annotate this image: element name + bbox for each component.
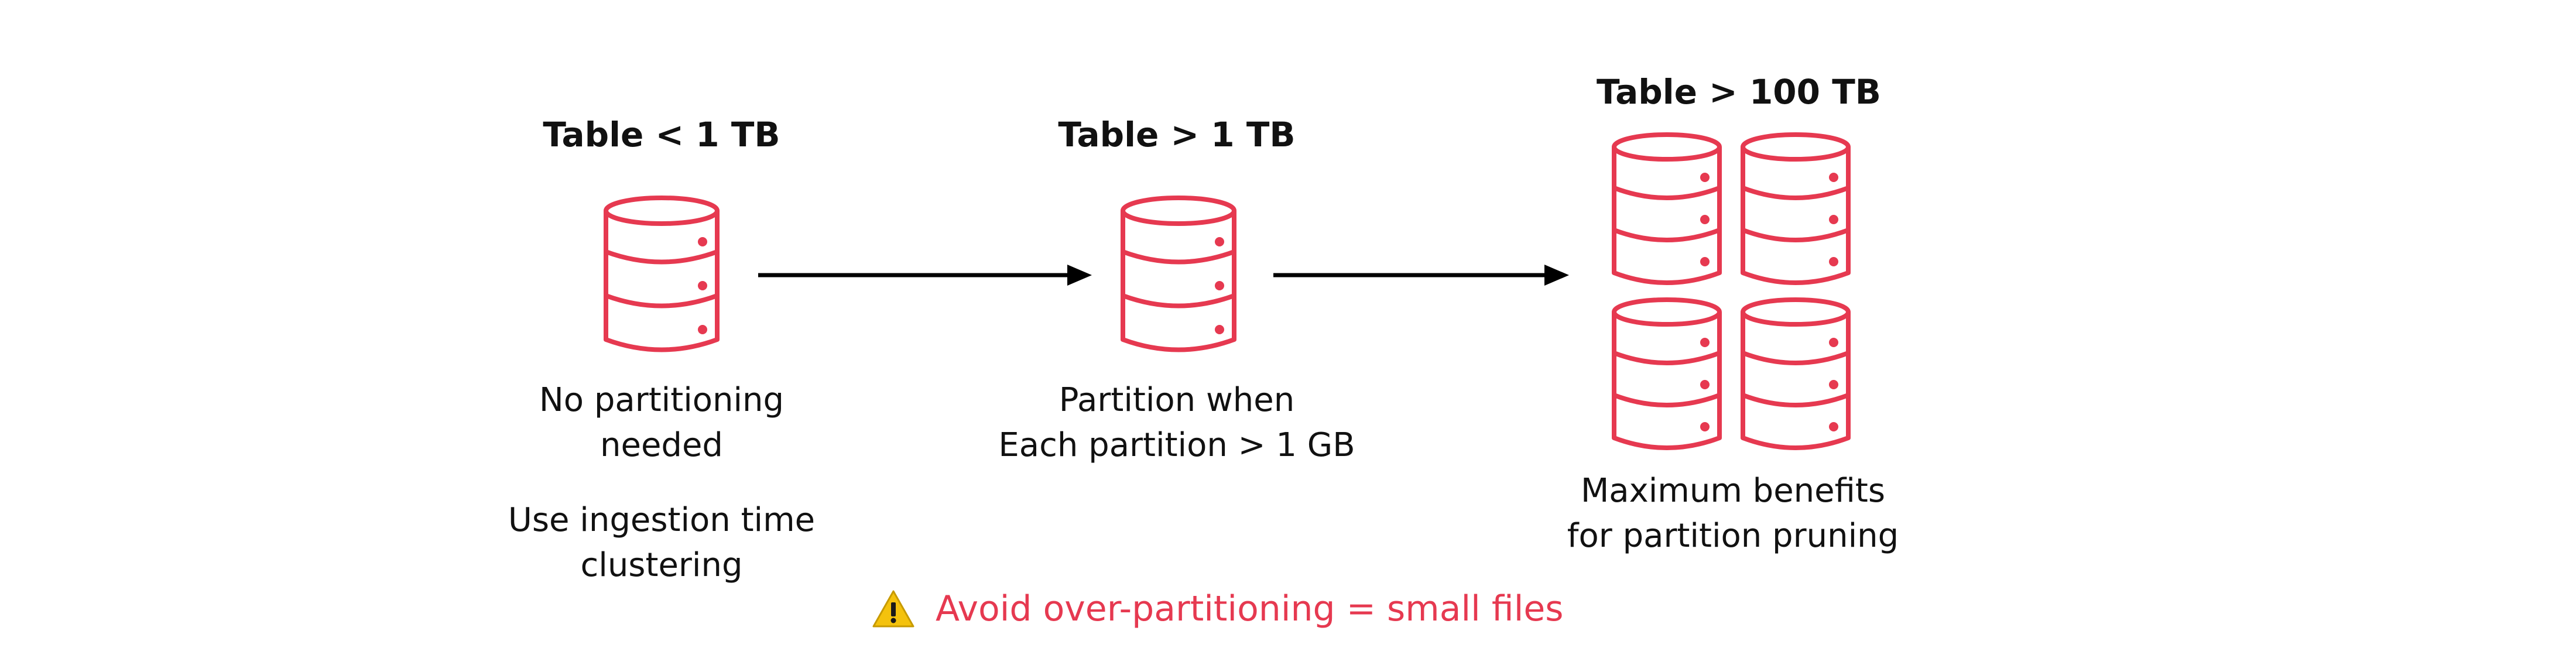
- stage-small-note-1: Use ingestion time: [508, 501, 816, 539]
- stage-small-note-2: clustering: [580, 546, 743, 584]
- database-icon: [1741, 297, 1851, 450]
- stage-small-title: Table < 1 TB: [543, 115, 780, 155]
- warning-note: Avoid over-partitioning = small files: [872, 582, 1564, 635]
- database-icon: [1121, 196, 1236, 352]
- stage-medium-title: Table > 1 TB: [1058, 115, 1296, 155]
- database-icon: [1612, 297, 1722, 450]
- stage-medium-caption-2: Each partition > 1 GB: [998, 426, 1355, 464]
- stage-large-caption-1: Maximum benefits: [1580, 472, 1886, 510]
- stage-large-caption-2: for partition pruning: [1567, 517, 1899, 555]
- arrow-right-icon: [758, 265, 1092, 286]
- stage-medium-caption-1: Partition when: [1059, 381, 1295, 419]
- database-icon: [1612, 132, 1722, 285]
- stage-small-caption-2: needed: [600, 426, 723, 464]
- warning-icon: [872, 590, 914, 628]
- database-icon: [604, 196, 720, 352]
- stage-large-title: Table > 100 TB: [1597, 72, 1881, 112]
- warning-text: Avoid over-partitioning = small files: [936, 588, 1564, 629]
- arrow-right-icon: [1273, 265, 1569, 286]
- database-icon: [1741, 132, 1851, 285]
- stage-small-caption-1: No partitioning: [539, 381, 785, 419]
